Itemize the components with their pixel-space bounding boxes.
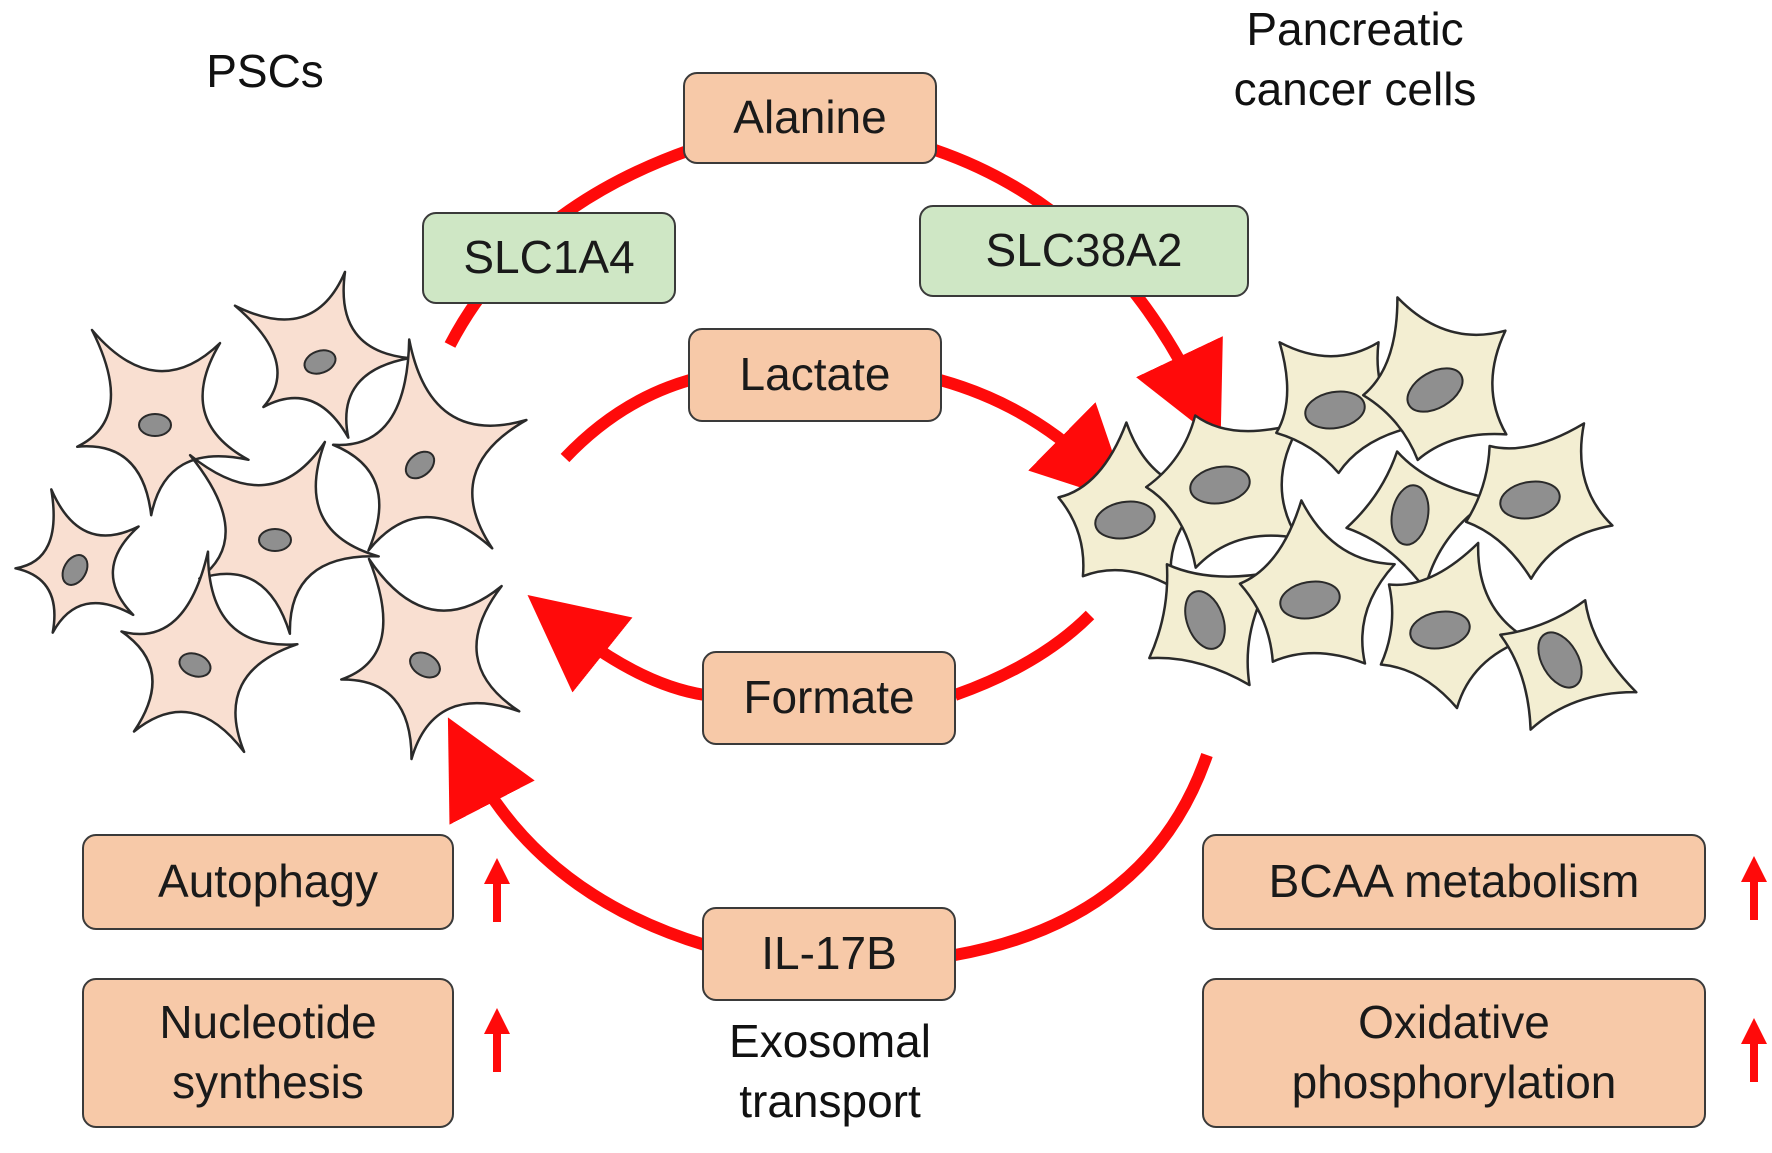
- exosomal-line2: transport: [739, 1074, 921, 1127]
- psc-title: PSCs: [190, 42, 340, 102]
- nucleotide-line1: Nucleotide: [159, 996, 377, 1049]
- formate-label: Formate: [743, 671, 915, 724]
- cancer-cell: [1379, 541, 1529, 710]
- psc-cell: [75, 328, 250, 517]
- cancer-cell: [1464, 422, 1614, 580]
- bcaa-label: BCAA metabolism: [1268, 855, 1640, 908]
- nucleotide-line2: synthesis: [172, 1056, 364, 1108]
- slc38a2-box: SLC38A2: [919, 205, 1249, 297]
- arrows: [444, 144, 1223, 961]
- lactate-arc-left: [560, 374, 692, 463]
- cancer-cell: [1499, 599, 1638, 731]
- psc-cell: [120, 550, 299, 754]
- autophagy-up-arrow-icon: [484, 858, 510, 922]
- oxphos-line1: Oxidative: [1358, 996, 1550, 1049]
- slc38a2-label: SLC38A2: [985, 224, 1183, 277]
- lactate-box: Lactate: [688, 328, 942, 422]
- psc-cell: [339, 557, 521, 761]
- increase-arrows: [484, 856, 1767, 1082]
- bcaa-metabolism-box: BCAA metabolism: [1202, 834, 1706, 930]
- nucleotide-up-arrow-icon: [484, 1008, 510, 1072]
- cancer-cell: [1238, 499, 1396, 665]
- cancer-cell: [1361, 296, 1508, 462]
- lactate-arc-right-arrow: [938, 374, 1131, 504]
- formate-arc-right: [953, 610, 1095, 701]
- cancer-title-line1: Pancreatic: [1246, 3, 1464, 55]
- psc-cell: [14, 488, 140, 634]
- oxphos-line2: phosphorylation: [1291, 1056, 1617, 1108]
- autophagy-label: Autophagy: [158, 855, 378, 908]
- alanine-box: Alanine: [683, 72, 937, 164]
- autophagy-box: Autophagy: [82, 834, 454, 930]
- cancer-cell-cluster: [1057, 296, 1638, 731]
- psc-cell: [331, 338, 528, 552]
- oxphos-up-arrow-icon: [1741, 1018, 1767, 1082]
- formate-box: Formate: [702, 651, 956, 745]
- slc1a4-box: SLC1A4: [422, 212, 676, 304]
- exosomal-line1: Exosomal: [729, 1015, 931, 1067]
- cancer-cell: [1148, 563, 1278, 687]
- psc-cell: [188, 440, 380, 636]
- psc-cell-cluster: [14, 270, 528, 761]
- nucleotide-synthesis-box: Nucleotide synthesis: [82, 978, 454, 1128]
- psc-cell: [233, 270, 411, 439]
- lactate-label: Lactate: [739, 348, 891, 401]
- il17b-arc-right: [953, 753, 1213, 961]
- oxidative-phosphorylation-box: Oxidative phosphorylation: [1202, 978, 1706, 1128]
- bcaa-up-arrow-icon: [1741, 856, 1767, 920]
- cancer-title-line2: cancer cells: [1233, 62, 1477, 115]
- slc1a4-label: SLC1A4: [463, 231, 635, 284]
- alanine-label: Alanine: [733, 91, 887, 144]
- formate-arc-left-arrow: [527, 595, 706, 701]
- cancer-cell: [1345, 450, 1493, 591]
- cancer-cells-title: Pancreatic cancer cells: [1190, 0, 1520, 120]
- il17b-label: IL-17B: [761, 927, 897, 980]
- il17b-arc-left-arrow: [447, 717, 707, 951]
- il17b-box: IL-17B: [702, 907, 956, 1001]
- cancer-cell: [1144, 414, 1303, 569]
- psc-title-text: PSCs: [206, 45, 324, 97]
- exosomal-transport-label: Exosomal transport: [680, 1012, 980, 1132]
